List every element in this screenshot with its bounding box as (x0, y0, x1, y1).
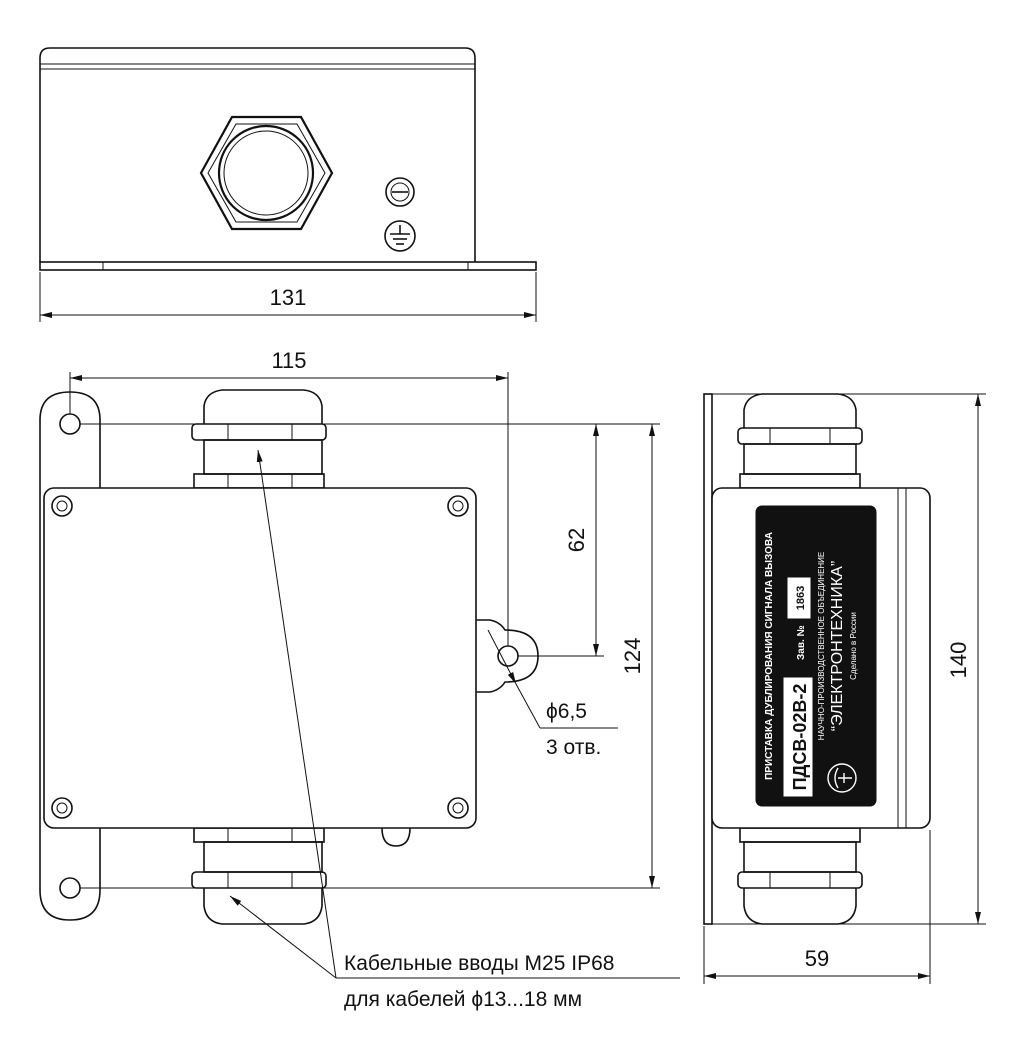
dimension-label: 140 (946, 642, 971, 679)
corner-screws (51, 495, 469, 819)
dimension-plan-width: 115 (69, 348, 509, 646)
front-view: 131 (39, 47, 537, 322)
enclosure-body (43, 487, 477, 829)
hole-callout: ϕ6,5 3 отв. (487, 629, 618, 759)
nameplate-serial-number: 1863 (795, 586, 807, 610)
plan-bottom-cable-gland (191, 827, 327, 925)
hole-diameter-label: ϕ6,5 (546, 700, 587, 723)
nameplate: ПРИСТАВКА ДУБЛИРОВАНИЯ СИГНАЛА ВЫЗОВА ПД… (755, 505, 877, 807)
dimension-label: 131 (270, 285, 307, 310)
side-view: ПРИСТАВКА ДУБЛИРОВАНИЯ СИГНАЛА ВЫЗОВА ПД… (703, 393, 986, 984)
dimension-side-height: 140 (712, 393, 986, 925)
dimension-side-width: 59 (703, 830, 931, 984)
nameplate-made-in: Сделано в России (849, 612, 858, 680)
hole-count-label: 3 отв. (546, 736, 601, 759)
dimension-front-width: 131 (39, 272, 537, 322)
dimension-label: 124 (620, 638, 645, 675)
side-bottom-cable-gland (737, 827, 863, 925)
ground-symbol-icon (384, 220, 416, 252)
dimension-main-height: 124 (80, 423, 660, 889)
front-cable-gland (199, 115, 334, 231)
company-logo-icon (827, 763, 857, 793)
cable-entries-callout: Кабельные вводы М25 IP68 для кабелей ϕ13… (229, 449, 680, 1011)
side-top-cable-gland (737, 393, 863, 489)
dimension-label: 59 (805, 946, 829, 971)
nameplate-org-type: НАУЧНО-ПРОИЗВОДСТВЕННОЕ ОБЪЕДИНЕНИЕ (817, 552, 826, 741)
dimension-hole-spacing: 62 (80, 423, 604, 657)
nameplate-serial-label: Зав. № (796, 625, 807, 660)
plan-view: 115 62 124 ϕ6,5 3 отв. Каб (39, 348, 680, 1011)
plan-top-cable-gland (191, 389, 327, 489)
front-screw (385, 177, 415, 207)
nameplate-org-name: “ЭЛЕКТРОНТЕХНИКА” (829, 561, 846, 731)
dimension-label: 62 (564, 528, 589, 552)
cable-entries-line2: для кабелей ϕ13...18 мм (344, 988, 582, 1011)
dimension-label: 115 (271, 348, 306, 373)
nameplate-product-type: ПРИСТАВКА ДУБЛИРОВАНИЯ СИГНАЛА ВЫЗОВА (764, 532, 775, 780)
nameplate-model: ПДСВ-02В-2 (790, 684, 810, 791)
cable-entries-line1: Кабельные вводы М25 IP68 (344, 952, 614, 975)
